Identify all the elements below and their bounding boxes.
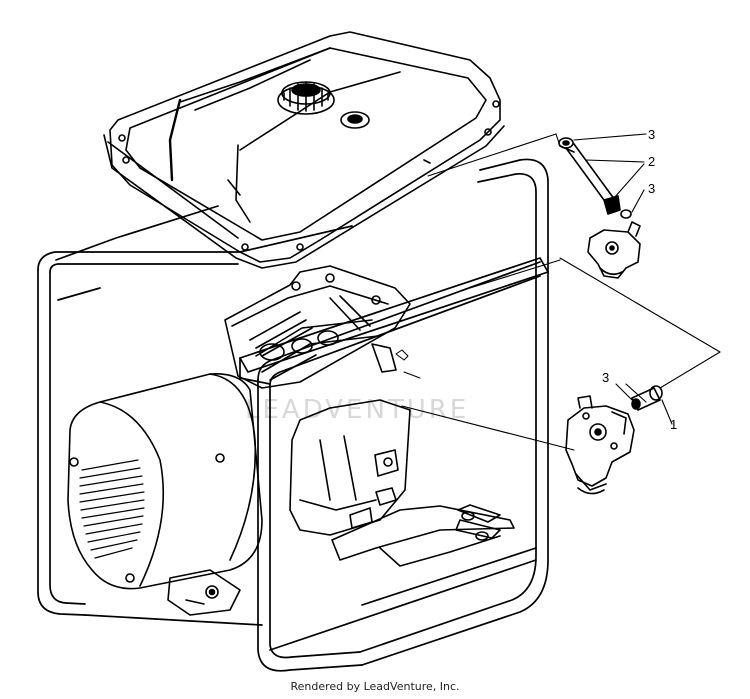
- fuel-tank: [103, 31, 505, 269]
- callout-leaders: [573, 133, 673, 425]
- callout-3-top: 3: [648, 127, 655, 142]
- footer-credit: Rendered by LeadVenture, Inc.: [290, 680, 460, 693]
- engine: [224, 265, 411, 536]
- callout-3-mid: 3: [648, 181, 655, 196]
- alternator-housing: [67, 373, 263, 616]
- base-bracket: [331, 504, 515, 567]
- watermark-text: LEADVENTURE: [245, 395, 469, 425]
- fuel-valve-assembly: [587, 221, 641, 279]
- callout-1: 1: [670, 417, 677, 432]
- callout-3-lower: 3: [602, 370, 609, 385]
- carburetor: [565, 395, 635, 495]
- alternator-vent-grille: [79, 459, 145, 559]
- fuel-line-lower: [631, 385, 663, 411]
- fuel-cap: [277, 81, 335, 115]
- fuel-gauge: [340, 111, 370, 129]
- tubular-frame: [37, 158, 549, 672]
- fuel-line-upper: [558, 137, 632, 219]
- exploded-view-lines: [401, 133, 721, 451]
- callout-2: 2: [648, 154, 655, 169]
